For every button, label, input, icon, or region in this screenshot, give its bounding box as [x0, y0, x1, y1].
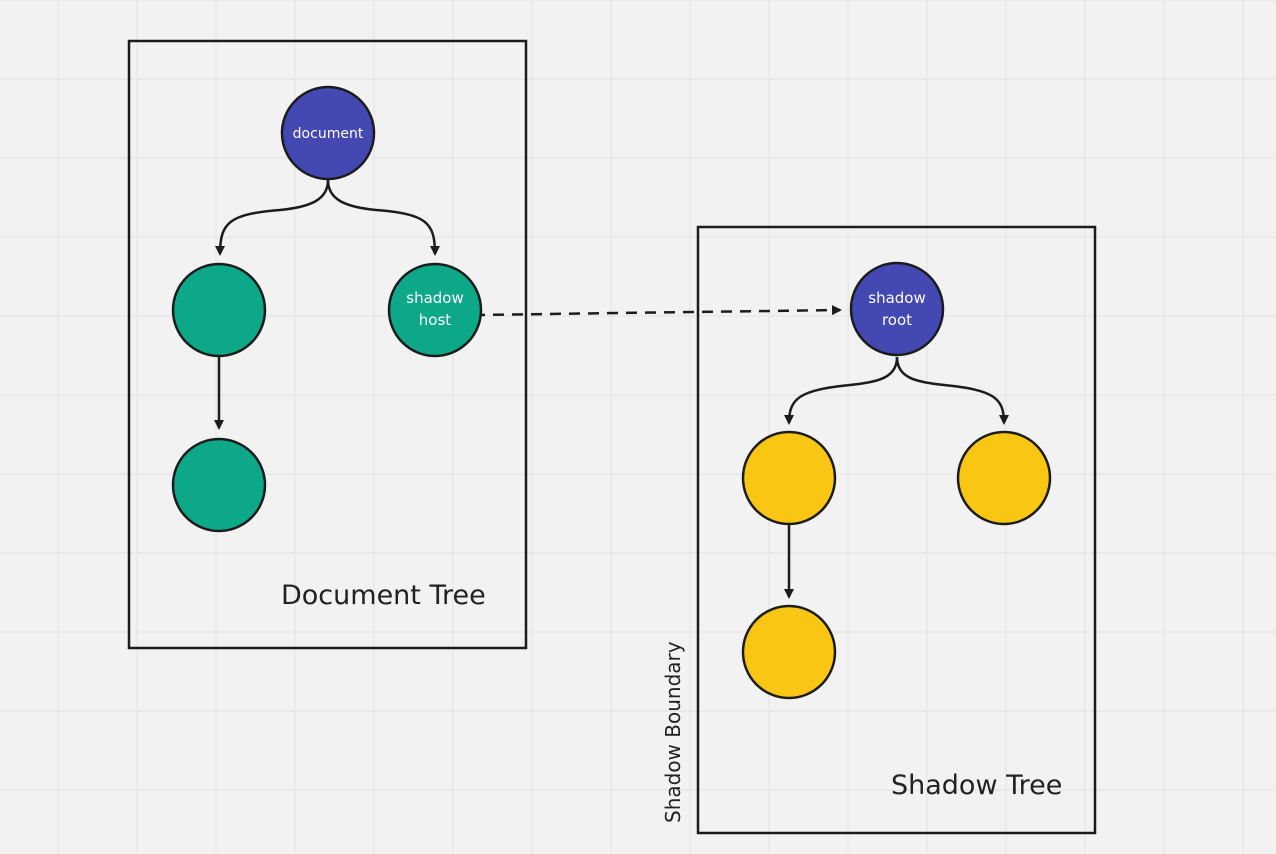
shadow-boundary-label: Shadow Boundary: [661, 641, 685, 823]
shadow-tree-right-child-node[interactable]: [956, 430, 1052, 526]
shadow-host-label-line2: host: [419, 311, 451, 329]
shadow-host-label-line1: shadow: [406, 289, 463, 307]
shadow-root-label-line1: shadow: [868, 289, 925, 307]
edge-shadow-root-to-left-child[interactable]: [784, 356, 899, 425]
document-tree-grandchild-node[interactable]: [171, 437, 267, 533]
shadow-tree-grandchild-node[interactable]: [741, 604, 837, 700]
shadow-tree-box[interactable]: [696, 225, 1097, 835]
document-node-label: document: [293, 126, 364, 142]
shadow-tree-label: Shadow Tree: [891, 770, 1062, 801]
document-node[interactable]: [280, 85, 376, 181]
shadow-root-node[interactable]: [849, 261, 945, 357]
shadow-root-label-line2: root: [882, 311, 912, 329]
document-tree-group: Document Tree: [127, 39, 528, 650]
shadow-tree-group: Shadow Tree: [696, 225, 1097, 835]
edge-shadow-host-to-shadow-root[interactable]: [473, 305, 842, 317]
shadow-host-node[interactable]: [387, 262, 483, 358]
edge-shadow-root-to-right-child[interactable]: [895, 356, 1009, 425]
document-tree-box[interactable]: [127, 39, 528, 650]
edge-document-to-left-child[interactable]: [215, 179, 330, 256]
document-tree-label: Document Tree: [281, 580, 486, 611]
shadow-tree-left-child-node[interactable]: [741, 430, 837, 526]
document-tree-left-child-node[interactable]: [171, 262, 267, 358]
edge-document-to-shadow-host[interactable]: [326, 179, 440, 256]
